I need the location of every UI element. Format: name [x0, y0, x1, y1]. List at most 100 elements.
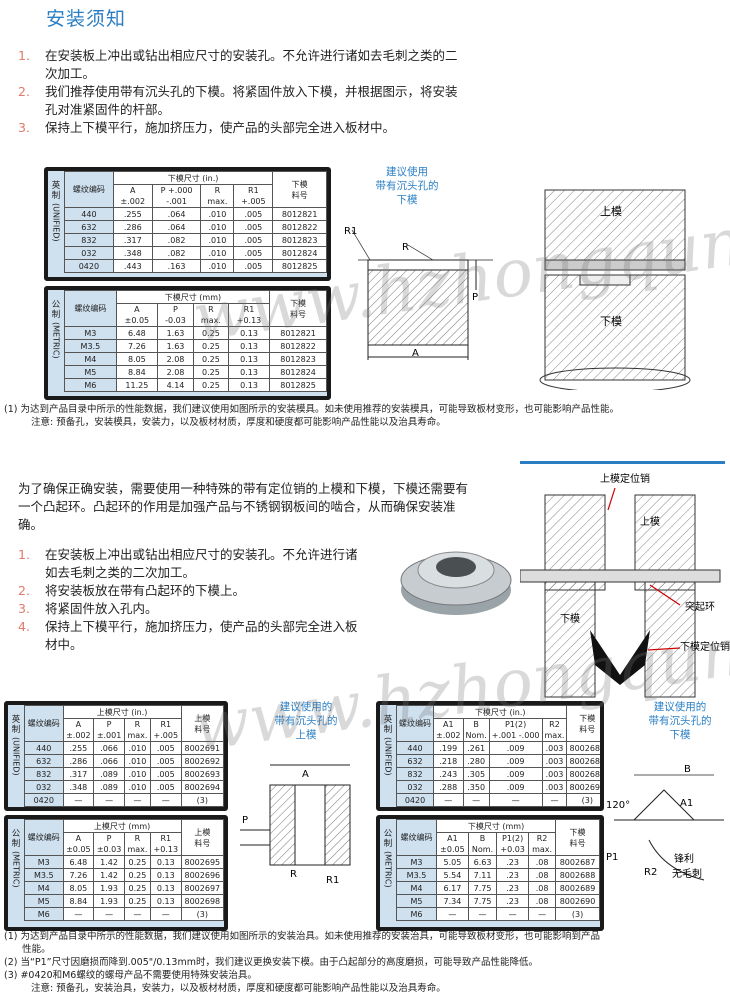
table-cell: (3) — [180, 793, 224, 807]
table-cell: .003 — [541, 767, 568, 781]
svg-text:A1: A1 — [680, 798, 693, 809]
table-cell: 7.75 — [467, 881, 498, 895]
table-cell: M4 — [396, 881, 437, 895]
table-cell: M6 — [396, 907, 437, 921]
table-cell: 8002690 — [555, 894, 600, 908]
notes-1: (1) 为达到产品目录中所示的性能数据，我们建议使用如图所示的安装模具。如未使用… — [4, 404, 619, 428]
table-cell: — — [62, 907, 95, 921]
table-row: 0420————(3) — [396, 793, 600, 807]
table-cell: .08 — [528, 868, 557, 882]
table-cell: M3.5 — [24, 868, 64, 882]
table-cell: 5.54 — [435, 868, 469, 882]
table-cell: .005 — [233, 220, 274, 234]
table-cell: 8012821 — [272, 207, 327, 221]
column-header: P-0.03 — [157, 303, 194, 327]
svg-text:P: P — [242, 815, 248, 826]
table-cell: .010 — [200, 207, 235, 221]
table-cell: .305 — [462, 767, 490, 781]
table-cell: 8002696 — [180, 868, 224, 882]
table-cell: — — [433, 793, 464, 807]
column-header: P +.000-.001 — [151, 184, 202, 208]
part-number-header: 下模料号 — [555, 819, 600, 856]
table-cell: 032 — [24, 780, 64, 794]
table-cell: 8012823 — [272, 233, 327, 247]
table-cell: 8002697 — [180, 881, 224, 895]
svg-text:无毛刺: 无毛刺 — [672, 868, 702, 880]
table-cell: .443 — [112, 259, 153, 273]
table-cell: .23 — [496, 855, 530, 869]
table-cell: 0.25 — [123, 881, 151, 895]
table-cell: 8012823 — [269, 352, 327, 366]
table-cell: .317 — [112, 233, 153, 247]
table-cell: 1.42 — [93, 868, 125, 882]
table-cell: 1.93 — [93, 881, 125, 895]
table-cell: 8.84 — [62, 894, 95, 908]
table-cell: M5 — [64, 365, 117, 379]
table-cell: .199 — [433, 741, 464, 755]
table-cell: 7.26 — [62, 868, 95, 882]
table-cell: .005 — [233, 207, 274, 221]
table-cell: 8012822 — [272, 220, 327, 234]
table-cell: 6.48 — [62, 855, 95, 869]
svg-text:锋利: 锋利 — [674, 852, 694, 865]
table-row: M6————(3) — [24, 907, 224, 921]
part-number-header: 下模料号 — [269, 290, 327, 327]
table-cell: .23 — [496, 894, 530, 908]
table-cell: .010 — [200, 259, 235, 273]
table-cell: .255 — [62, 741, 95, 755]
r-label: R — [402, 242, 409, 253]
svg-text:下模: 下模 — [600, 315, 622, 328]
table-cell: .350 — [462, 780, 490, 794]
notes-2: (1) 为达到产品目录中所示的性能数据，我们建议使用如图所示的安装治具。如未使用… — [4, 931, 600, 994]
table-cell: 632 — [64, 220, 114, 234]
column-header: R1+.005 — [233, 184, 274, 208]
table-cell: 632 — [396, 754, 434, 768]
table-cell: 0.13 — [227, 352, 271, 366]
table-cell: — — [496, 907, 530, 921]
table-cell: 7.11 — [467, 868, 498, 882]
thread-code-header: 螺纹编码 — [396, 705, 434, 742]
table-cell: .348 — [112, 246, 153, 260]
lower-die-diagram-1: R1 R P A — [344, 226, 493, 360]
svg-text:下模定位销: 下模定位销 — [680, 640, 730, 653]
table-cell: .010 — [123, 754, 151, 768]
column-header: A±.002 — [62, 718, 95, 742]
table-cell: 8012825 — [269, 378, 327, 392]
table-cell: .009 — [488, 754, 543, 768]
table-cell: .218 — [433, 754, 464, 768]
column-header: P1(2)+0.03 — [496, 832, 530, 856]
table-cell: — — [467, 907, 498, 921]
table-cell: 6.63 — [467, 855, 498, 869]
table-cell: .288 — [433, 780, 464, 794]
table-cell: 440 — [396, 741, 434, 755]
table-cell: .005 — [149, 754, 182, 768]
table-cell: .005 — [233, 259, 274, 273]
table-cell: — — [435, 907, 469, 921]
table-cell: M3 — [396, 855, 437, 869]
table-cell: .005 — [233, 246, 274, 260]
table-cell: .280 — [462, 754, 490, 768]
column-header: A±0.05 — [115, 303, 159, 327]
install-steps-2: 1.在安装板上冲出或钻出相应尺寸的安装孔。不允许进行诸 如去毛刺之类的二次加工。… — [18, 547, 358, 652]
svg-text:R: R — [290, 869, 297, 880]
table-cell: .064 — [151, 220, 202, 234]
table-cell: 0.13 — [149, 894, 182, 908]
table-cell: .066 — [93, 741, 125, 755]
column-header: R1+0.13 — [227, 303, 271, 327]
table-cell: 0420 — [24, 793, 64, 807]
svg-text:上模: 上模 — [600, 205, 622, 218]
